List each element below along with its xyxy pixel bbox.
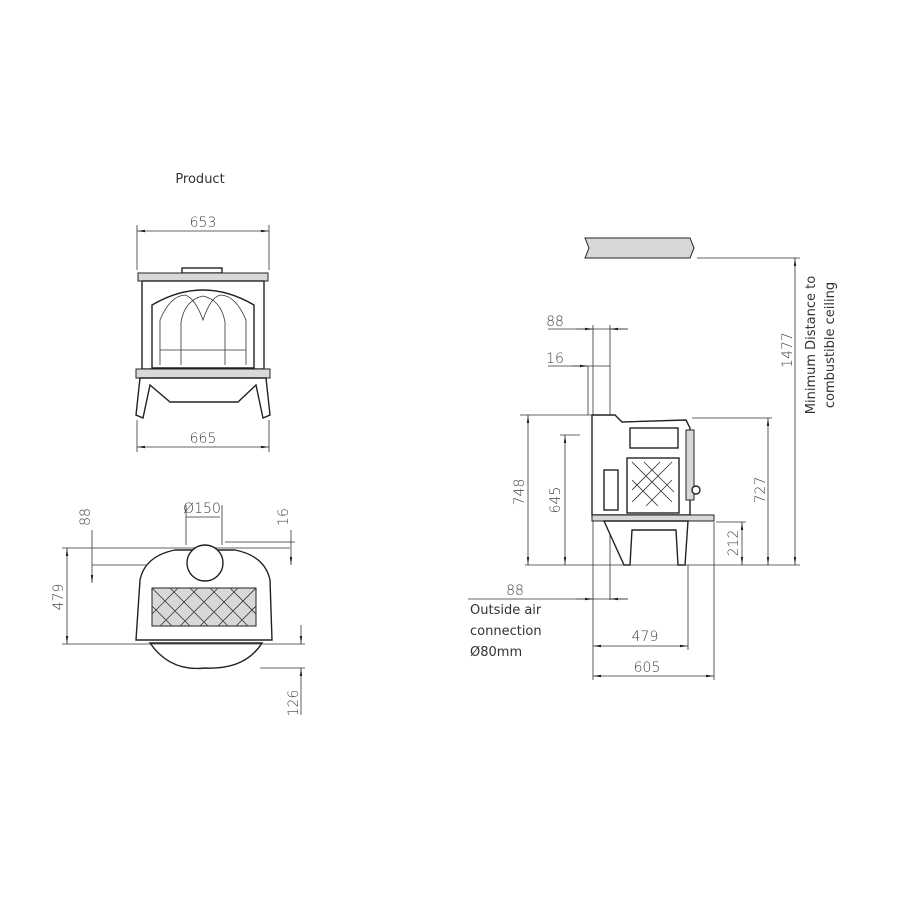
- air-note-line2: connection: [470, 624, 542, 639]
- top-offset-label: 88: [546, 314, 564, 330]
- flue-offset-label: 88: [78, 508, 94, 526]
- ceiling-block: [584, 237, 695, 259]
- flue-inset-label: 16: [276, 508, 292, 526]
- body-height-label: 727: [753, 477, 769, 504]
- top-inset-label: 16: [546, 351, 564, 367]
- total-depth-label: 605: [634, 660, 661, 676]
- ceiling-note-line2: combustible ceiling: [823, 282, 838, 408]
- base-width-label: 665: [190, 431, 217, 447]
- leg-depth-label: 479: [632, 629, 659, 645]
- ceiling-note-line1: Minimum Distance to: [804, 276, 819, 414]
- total-height-label: 748: [512, 479, 528, 506]
- front-view: 653 665: [135, 215, 271, 452]
- air-note-line3: Ø80mm: [470, 645, 522, 660]
- depth-label: 479: [51, 584, 67, 611]
- product-heading: Product: [175, 172, 224, 187]
- air-note-line1: Outside air: [470, 603, 542, 618]
- top-view: Ø150 88 16 479 126: [51, 501, 305, 716]
- handle-depth-label: 126: [286, 690, 302, 717]
- ceiling-distance-label: 1477: [780, 332, 796, 368]
- flue-diameter-label: Ø150: [183, 501, 221, 517]
- flue-height-label: 645: [548, 487, 564, 514]
- air-offset-label: 88: [506, 583, 524, 599]
- top-width-label: 653: [190, 215, 217, 231]
- ash-height-label: 212: [726, 530, 742, 557]
- side-view: 1477 Minimum Distance to combustible cei…: [468, 237, 838, 680]
